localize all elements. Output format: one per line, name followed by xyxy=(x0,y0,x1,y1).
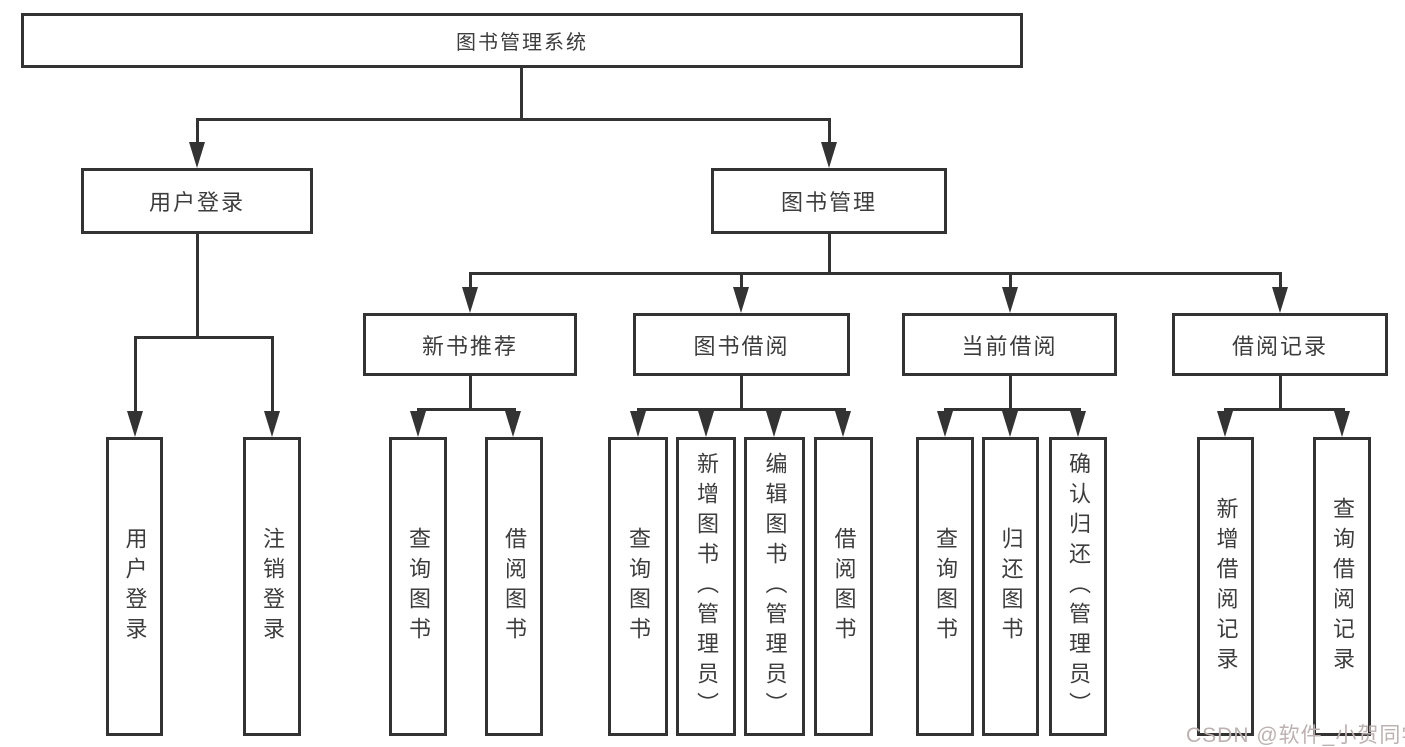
leaf-query-books-borrowing: 查询图书 xyxy=(608,437,668,736)
node-current-borrowing: 当前借阅 xyxy=(902,313,1117,376)
node-label: 借阅图书 xyxy=(502,526,527,647)
leaf-edit-books-admin: 编辑图书（管理员） xyxy=(744,437,805,736)
node-borrow-records: 借阅记录 xyxy=(1172,313,1388,376)
arrowhead-bb-query xyxy=(630,411,646,437)
connector-current-borrow-stub xyxy=(1009,376,1012,408)
connector-root-stub xyxy=(520,68,523,118)
connector-current-borrow-split xyxy=(944,408,1081,411)
node-label: 当前借阅 xyxy=(961,333,1058,359)
node-label: 借阅图书 xyxy=(831,526,857,647)
connector-user-login-split xyxy=(134,336,274,339)
leaf-user-login: 用户登录 xyxy=(106,437,163,736)
leaf-query-books-current: 查询图书 xyxy=(916,437,974,736)
node-label: 归还图书 xyxy=(998,526,1024,647)
node-new-book-recommend: 新书推荐 xyxy=(363,313,577,376)
arrowhead-new-book xyxy=(462,287,478,313)
connector-shaft-user-login xyxy=(196,118,199,148)
node-label: 图书借阅 xyxy=(693,333,790,359)
connector-book-borrow-stub xyxy=(740,376,743,408)
connector-new-book-split xyxy=(417,408,516,411)
connector-borrow-record-split xyxy=(1224,408,1345,411)
leaf-return-books: 归还图书 xyxy=(982,437,1039,736)
arrowhead-nb-query xyxy=(410,411,426,437)
node-label: 查询图书 xyxy=(626,526,651,647)
node-label: 注销登录 xyxy=(260,526,285,647)
connector-root-split xyxy=(196,118,831,121)
node-label: 借阅记录 xyxy=(1231,333,1328,359)
node-label: 用户登录 xyxy=(148,190,245,215)
arrowhead-cb-return xyxy=(1002,411,1018,437)
node-label: 查询图书 xyxy=(406,526,431,647)
connector-shaft-ul-logout xyxy=(271,336,274,414)
arrowhead-nb-borrow xyxy=(505,411,521,437)
arrowhead-book-borrow xyxy=(733,287,749,313)
arrowhead-book-mgmt xyxy=(821,142,837,168)
arrowhead-ul-logout xyxy=(264,411,280,437)
csdn-watermark: CSDN @软件_小贺同学 xyxy=(1186,724,1405,747)
arrowhead-current-borrow xyxy=(1002,287,1018,313)
connector-user-login-stub xyxy=(196,234,199,336)
node-label: 编辑图书（管理员） xyxy=(762,451,788,722)
leaf-logout: 注销登录 xyxy=(243,437,301,736)
connector-shaft-ul-login xyxy=(134,336,137,414)
connector-shaft-new-book xyxy=(469,272,472,292)
node-label: 新书推荐 xyxy=(421,333,518,359)
arrowhead-cb-confirm xyxy=(1070,411,1086,437)
node-user-login: 用户登录 xyxy=(81,168,313,234)
connector-shaft-book-borrow xyxy=(740,272,743,292)
node-label: 新增图书（管理员） xyxy=(694,451,719,722)
node-label: 图书管理系统 xyxy=(456,32,588,54)
leaf-query-books-recommend: 查询图书 xyxy=(389,437,447,736)
connector-shaft-current-borrow xyxy=(1009,272,1012,292)
arrowhead-br-add xyxy=(1217,411,1233,437)
connector-book-borrow-split xyxy=(637,408,846,411)
arrowhead-bb-borrow xyxy=(835,411,851,437)
connector-shaft-book-mgmt xyxy=(828,118,831,148)
connector-book-mgmt-stub xyxy=(828,234,831,272)
arrowhead-ul-login xyxy=(127,411,143,437)
node-label: 查询图书 xyxy=(933,526,958,647)
leaf-confirm-return-admin: 确认归还（管理员） xyxy=(1049,437,1107,736)
arrowhead-user-login xyxy=(189,142,205,168)
leaf-query-borrow-record: 查询借阅记录 xyxy=(1313,437,1371,736)
node-label: 查询借阅记录 xyxy=(1330,496,1355,677)
leaf-borrow-books-recommend: 借阅图书 xyxy=(485,437,543,736)
node-library-management-system: 图书管理系统 xyxy=(21,13,1023,68)
node-label: 图书管理 xyxy=(780,190,877,215)
arrowhead-bb-edit xyxy=(766,411,782,437)
arrowhead-borrow-record xyxy=(1272,287,1288,313)
connector-new-book-stub xyxy=(469,376,472,408)
connector-borrow-record-stub xyxy=(1279,376,1282,408)
leaf-add-books-admin: 新增图书（管理员） xyxy=(676,437,736,736)
connector-book-mgmt-split xyxy=(469,272,1282,275)
leaf-add-borrow-record: 新增借阅记录 xyxy=(1197,437,1254,736)
leaf-borrow-books: 借阅图书 xyxy=(814,437,873,736)
node-label: 用户登录 xyxy=(122,526,148,647)
connector-shaft-borrow-record xyxy=(1279,272,1282,292)
node-book-borrowing: 图书借阅 xyxy=(633,313,850,376)
arrowhead-bb-add xyxy=(698,411,714,437)
node-label: 新增借阅记录 xyxy=(1213,496,1239,677)
node-book-management: 图书管理 xyxy=(711,168,947,234)
arrowhead-br-query xyxy=(1334,411,1350,437)
arrowhead-cb-query xyxy=(937,411,953,437)
node-label: 确认归还（管理员） xyxy=(1066,451,1091,722)
